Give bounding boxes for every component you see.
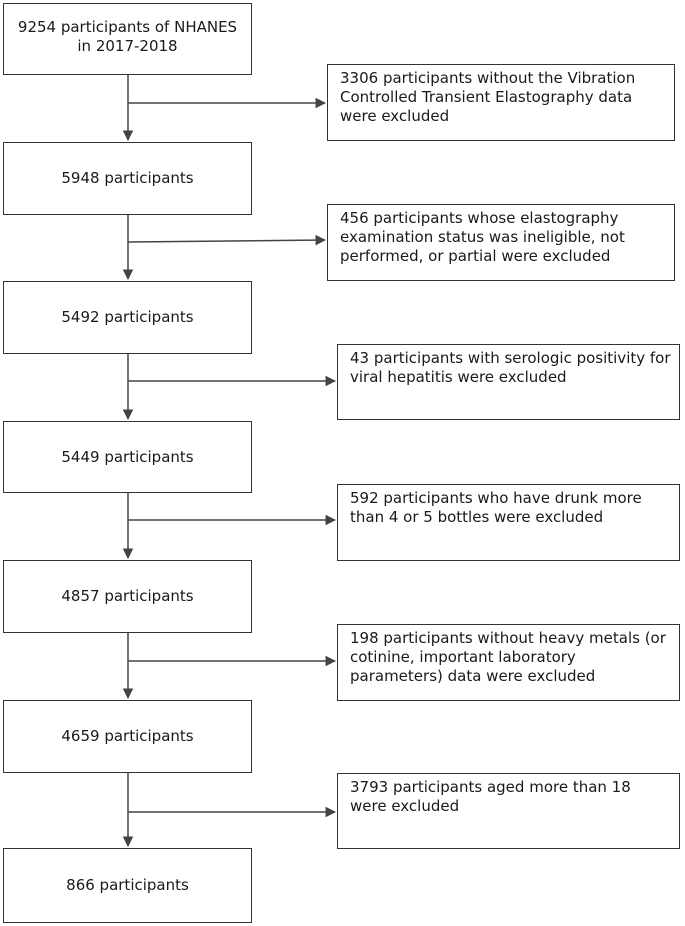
step-box-2: 5948 participants <box>3 142 252 215</box>
step-text-7: 866 participants <box>66 876 189 894</box>
step-box-4: 5449 participants <box>3 421 252 493</box>
exclusion-box-4: 592 participants who have drunk more tha… <box>337 484 680 561</box>
step-box-7: 866 participants <box>3 848 252 923</box>
exclusion-text-3: 43 participants with serologic positivit… <box>350 349 671 386</box>
step-text-6: 4659 participants <box>61 727 194 745</box>
exclusion-text-1: 3306 participants without the Vibration … <box>340 69 636 125</box>
exclusion-box-2: 456 participants whose elastography exam… <box>327 204 675 281</box>
side-arrow-2 <box>127 234 327 246</box>
exclusion-text-6: 3793 participants aged more than 18 were… <box>350 778 631 815</box>
step-box-5: 4857 participants <box>3 560 252 633</box>
exclusion-text-5: 198 participants without heavy metals (o… <box>350 629 666 685</box>
exclusion-text-2: 456 participants whose elastography exam… <box>340 209 625 265</box>
exclusion-box-6: 3793 participants aged more than 18 were… <box>337 773 680 849</box>
step-box-6: 4659 participants <box>3 700 252 773</box>
exclusion-box-3: 43 participants with serologic positivit… <box>337 344 680 420</box>
step-text-4: 5449 participants <box>61 447 194 466</box>
step-box-3: 5492 participants <box>3 281 252 354</box>
exclusion-text-4: 592 participants who have drunk more tha… <box>350 489 642 526</box>
step-text-1: 9254 participants of NHANES in 2017-2018 <box>17 18 238 55</box>
exclusion-box-1: 3306 participants without the Vibration … <box>327 64 675 141</box>
step-text-5: 4857 participants <box>61 587 194 605</box>
step-text-2: 5948 participants <box>61 169 194 187</box>
step-box-1: 9254 participants of NHANES in 2017-2018 <box>3 3 252 75</box>
exclusion-box-5: 198 participants without heavy metals (o… <box>337 624 680 701</box>
step-text-3: 5492 participants <box>61 308 194 326</box>
